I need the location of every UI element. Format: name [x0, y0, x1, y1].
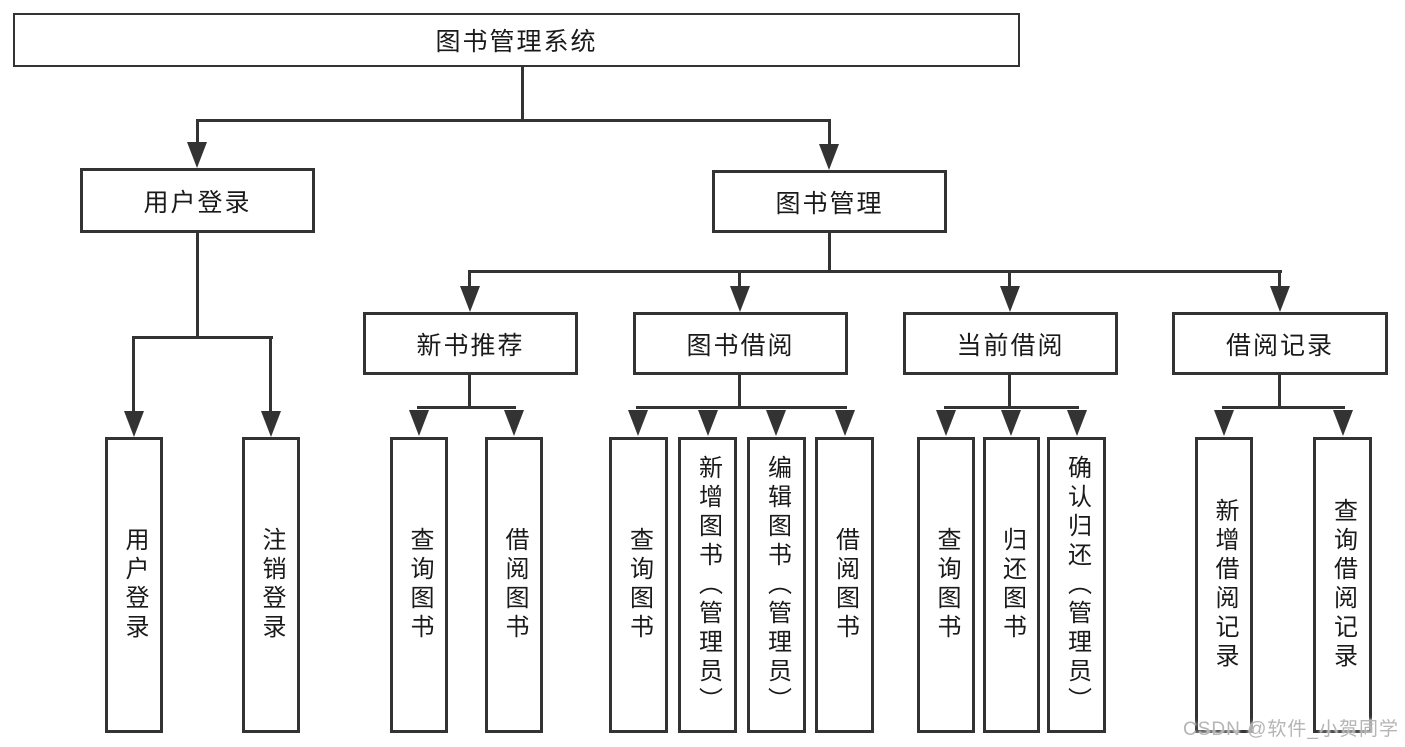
- node-user-login: 用户登录: [80, 168, 315, 233]
- leaf-borrow-books-1: 借阅图书: [485, 437, 543, 733]
- node-label: 用户登录: [143, 188, 252, 217]
- leaf-add-borrow-record: 新增借阅记录: [1195, 437, 1253, 733]
- watermark: CSDN @软件_小贺同学: [1183, 719, 1399, 740]
- leaf-return-books: 归还图书: [983, 437, 1040, 733]
- connector-line: [196, 119, 831, 122]
- node-label: 新书推荐: [416, 331, 525, 360]
- connector-line: [132, 336, 273, 339]
- connector-line: [1278, 375, 1281, 409]
- leaf-query-borrow-record: 查询借阅记录: [1313, 437, 1372, 733]
- arrow-down-icon: [698, 410, 718, 436]
- leaf-label: 新增借阅记录: [1211, 498, 1238, 672]
- arrow-down-icon: [730, 286, 750, 312]
- arrow-down-icon: [1001, 410, 1021, 436]
- node-label: 图书管理: [775, 189, 884, 218]
- arrow-down-icon: [1214, 410, 1234, 436]
- node-label: 借阅记录: [1225, 331, 1334, 360]
- connector-line: [196, 233, 199, 336]
- connector-line: [132, 336, 135, 412]
- connector-line: [1008, 375, 1011, 409]
- connector-line: [417, 406, 516, 409]
- leaf-logout: 注销登录: [242, 437, 300, 733]
- leaf-label: 归还图书: [998, 527, 1026, 643]
- connector-line: [828, 119, 831, 147]
- arrow-down-icon: [261, 411, 281, 437]
- arrow-down-icon: [1270, 286, 1290, 312]
- node-book-borrowing: 图书借阅: [633, 312, 848, 375]
- connector-line: [738, 270, 741, 288]
- leaf-edit-books-admin: 编辑图书（管理员）: [747, 437, 806, 733]
- node-current-borrowing: 当前借阅: [903, 312, 1118, 375]
- connector-line: [944, 406, 1079, 409]
- leaf-label: 查询图书: [625, 527, 653, 643]
- arrow-down-icon: [124, 411, 144, 437]
- arrow-down-icon: [835, 410, 855, 436]
- connector-line: [1222, 406, 1345, 409]
- arrow-down-icon: [628, 410, 648, 436]
- node-label: 当前借阅: [956, 331, 1065, 360]
- connector-line: [738, 375, 741, 409]
- connector-line: [1008, 270, 1011, 288]
- leaf-label: 注销登录: [258, 527, 285, 643]
- connector-line: [468, 375, 471, 409]
- arrow-down-icon: [1000, 286, 1020, 312]
- connector-line: [1278, 270, 1281, 288]
- arrow-down-icon: [504, 410, 524, 436]
- leaf-label: 新增图书（管理员）: [694, 454, 722, 716]
- connector-line: [468, 270, 1282, 273]
- leaf-query-books-1: 查询图书: [390, 437, 448, 733]
- leaf-label: 查询图书: [406, 527, 433, 643]
- leaf-label: 编辑图书（管理员）: [763, 454, 791, 716]
- leaf-query-books-2: 查询图书: [609, 437, 668, 733]
- leaf-query-books-3: 查询图书: [917, 437, 975, 733]
- leaf-label: 用户登录: [121, 527, 148, 643]
- connector-line: [636, 406, 847, 409]
- arrow-down-icon: [766, 410, 786, 436]
- arrow-down-icon: [1333, 410, 1353, 436]
- leaf-user-login: 用户登录: [105, 437, 163, 733]
- node-borrow-records: 借阅记录: [1172, 312, 1388, 375]
- arrow-down-icon: [819, 144, 839, 170]
- leaf-label: 查询借阅记录: [1329, 498, 1357, 672]
- connector-line: [828, 233, 831, 270]
- leaf-label: 借阅图书: [501, 527, 528, 643]
- arrow-down-icon: [460, 286, 480, 312]
- node-book-management: 图书管理: [712, 170, 947, 233]
- leaf-label: 借阅图书: [831, 527, 859, 643]
- node-label: 图书借阅: [686, 331, 795, 360]
- arrow-down-icon: [409, 410, 429, 436]
- arrow-down-icon: [1067, 410, 1087, 436]
- leaf-add-books-admin: 新增图书（管理员）: [678, 437, 737, 733]
- connector-line: [468, 270, 471, 288]
- node-new-book-recommend: 新书推荐: [363, 312, 578, 375]
- connector-line: [196, 119, 199, 147]
- arrow-down-icon: [936, 410, 956, 436]
- leaf-borrow-books-2: 借阅图书: [815, 437, 874, 733]
- connector-line: [269, 336, 272, 412]
- connector-line: [521, 67, 524, 119]
- node-library-management-system: 图书管理系统: [13, 13, 1020, 67]
- node-label: 图书管理系统: [435, 28, 598, 56]
- leaf-confirm-return-admin: 确认归还（管理员）: [1047, 437, 1106, 733]
- leaf-label: 查询图书: [933, 527, 960, 643]
- arrow-down-icon: [187, 142, 207, 168]
- leaf-label: 确认归还（管理员）: [1063, 454, 1091, 716]
